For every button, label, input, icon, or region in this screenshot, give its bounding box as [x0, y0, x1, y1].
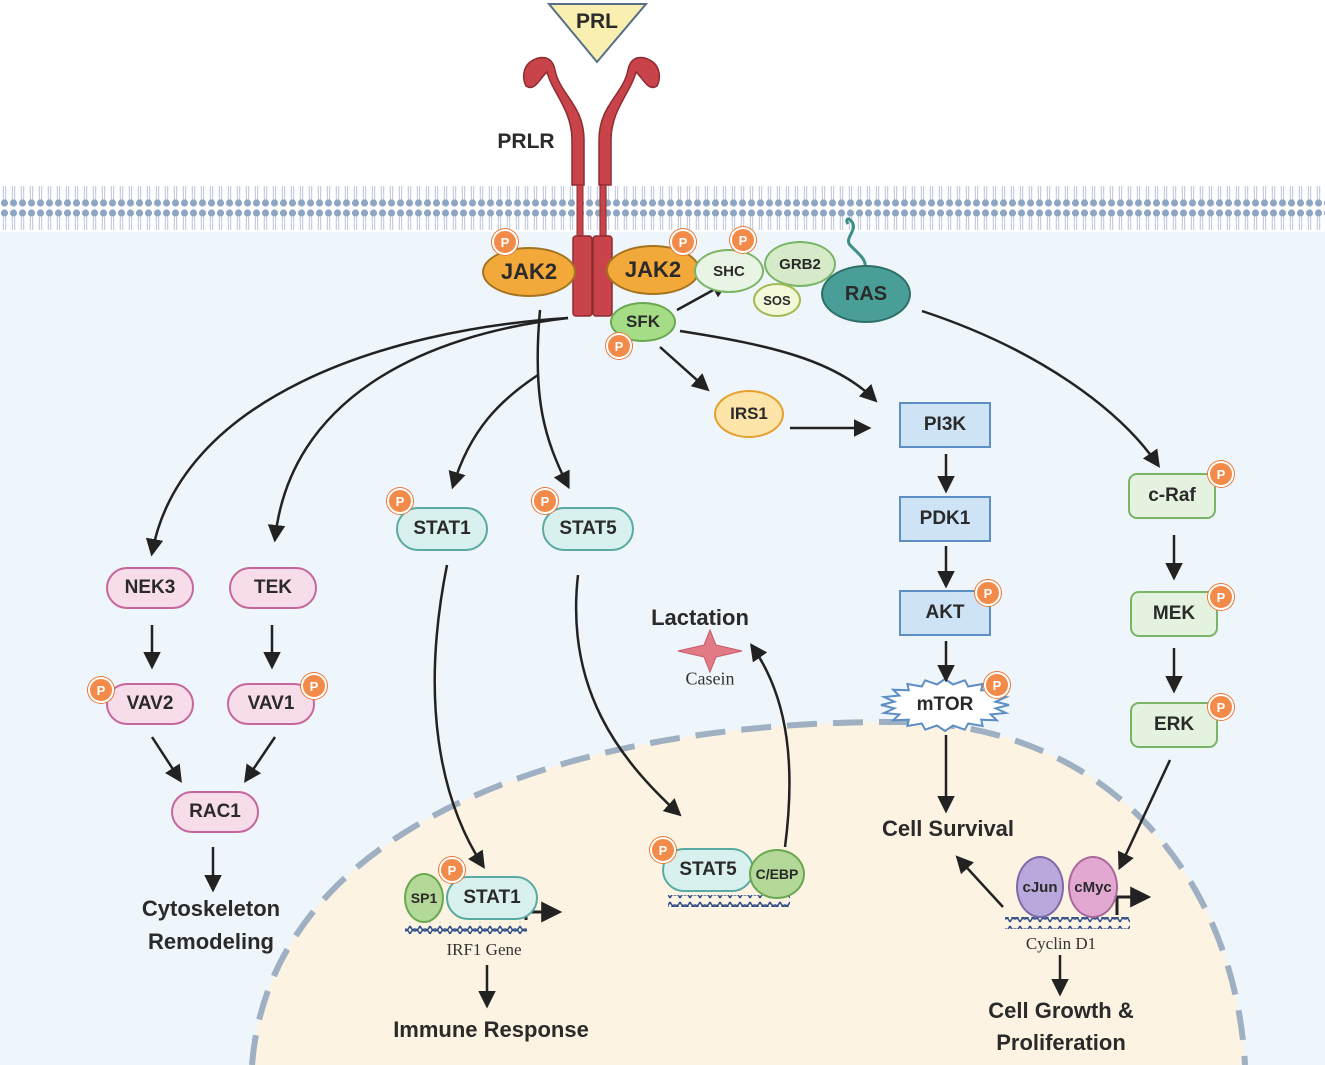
- cytoskeleton-label: Cytoskeleton: [141, 896, 281, 921]
- nucleus: [252, 721, 1245, 1065]
- shc-phospho: P: [730, 227, 756, 253]
- stat5-phospho: P: [532, 488, 558, 514]
- c-raf: c-Raf: [1128, 473, 1216, 519]
- prlr-label: PRLR: [497, 130, 555, 153]
- vav2: VAV2: [106, 683, 194, 725]
- irf1-dna: [405, 922, 527, 934]
- mek: MEK: [1130, 591, 1218, 637]
- sfk-phospho: P: [606, 333, 632, 359]
- stat1: STAT1: [396, 507, 488, 551]
- rac1: RAC1: [171, 791, 259, 833]
- cyclin-d1-label: Cyclin D1: [1025, 934, 1097, 953]
- cell-membrane: [0, 184, 1325, 236]
- vav1-phospho: P: [301, 673, 327, 699]
- signal-arrows: [143, 281, 1183, 1009]
- jak2-right: JAK2: [606, 245, 700, 295]
- jak2-left-phospho: P: [492, 229, 518, 255]
- proliferation-label: Proliferation: [996, 1030, 1126, 1055]
- arrow-to-nek3: [145, 316, 569, 557]
- mtor-jagged-outline: [880, 677, 1010, 733]
- arrow-cjun-to-survival: [955, 855, 1004, 908]
- arrow-to-stat5: [536, 309, 570, 490]
- arrow-sfk-to-pi3k: [679, 329, 878, 403]
- casein-label: Casein: [685, 668, 735, 689]
- erk: ERK: [1130, 702, 1218, 748]
- arrow-erk-to-cmyc: [1117, 759, 1172, 871]
- lactation-label: Lactation: [651, 605, 749, 630]
- immune-response-label: Immune Response: [393, 1017, 589, 1042]
- jak2-left: JAK2: [482, 247, 576, 297]
- pdk1: PDK1: [899, 496, 991, 542]
- cyclin-transcription-arrow: [1115, 886, 1152, 915]
- arrow-ras-to-craf: [921, 309, 1160, 468]
- arrow-stat1-to-nucleus: [433, 564, 485, 869]
- cyclin-d1-dna: [1005, 917, 1130, 929]
- nuclear-stat1: STAT1: [446, 876, 538, 920]
- c-ebp: C/EBP: [749, 849, 805, 899]
- irs1: IRS1: [714, 390, 784, 438]
- grb2: GRB2: [764, 241, 836, 287]
- casein-star: [677, 628, 743, 674]
- nuclear-envelope: [249, 718, 1248, 1065]
- arrow-vav1-to-rac1: [244, 736, 277, 783]
- prl-label: PRL: [576, 10, 618, 33]
- nek3: NEK3: [106, 567, 194, 609]
- nuclear-stat5: STAT5: [662, 848, 754, 892]
- cmyc: cMyc: [1068, 856, 1118, 918]
- mtor: mTOR: [916, 694, 974, 715]
- arrow-to-stat1: [448, 373, 539, 490]
- irf1-gene-label: IRF1 Gene: [446, 940, 522, 959]
- cell-growth-label: Cell Growth &: [988, 998, 1134, 1023]
- erk-phospho: P: [1208, 694, 1234, 720]
- stat1-phospho: P: [387, 488, 413, 514]
- ras: RAS: [821, 265, 911, 323]
- mek-phospho: P: [1208, 584, 1234, 610]
- arrow-vav2-to-rac1: [150, 736, 182, 783]
- nuclear-stat1-phospho: P: [439, 857, 465, 883]
- remodeling-label: Remodeling: [148, 929, 274, 954]
- shc: SHC: [694, 249, 764, 293]
- jak2-right-phospho: P: [670, 229, 696, 255]
- vav1: VAV1: [227, 683, 315, 725]
- prlr-receptor: [522, 56, 661, 317]
- ras-anchor-tail: [845, 217, 867, 274]
- tek: TEK: [229, 567, 317, 609]
- casein-dna: [668, 895, 790, 907]
- cell-survival-label: Cell Survival: [881, 816, 1015, 841]
- nuclear-stat5-phospho: P: [650, 837, 676, 863]
- mtor-phospho: P: [984, 672, 1010, 698]
- sos: SOS: [753, 283, 801, 317]
- cjun: cJun: [1016, 856, 1064, 918]
- vav2-phospho: P: [88, 677, 114, 703]
- pi3k: PI3K: [899, 402, 991, 448]
- c-raf-phospho: P: [1208, 461, 1234, 487]
- stat5: STAT5: [542, 507, 634, 551]
- arrow-sfk-to-irs1: [659, 346, 710, 392]
- arrow-stat5-to-nucleus: [574, 574, 682, 817]
- prl-ligand-shape: [546, 3, 649, 64]
- akt-phospho: P: [975, 580, 1001, 606]
- sp1: SP1: [404, 873, 444, 923]
- arrow-to-tek: [267, 316, 569, 543]
- arrow-cebp-to-casein: [749, 643, 791, 848]
